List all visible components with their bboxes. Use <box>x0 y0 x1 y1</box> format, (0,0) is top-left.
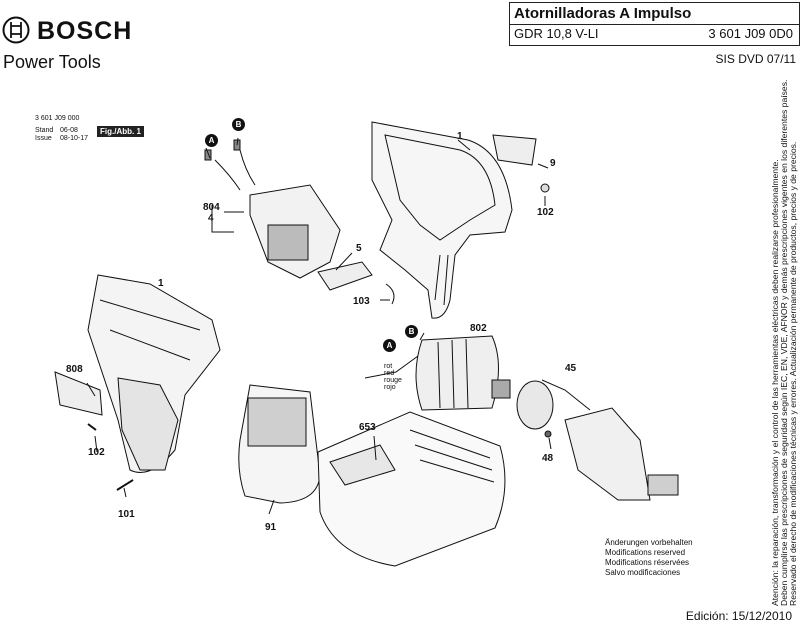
callout-5: 5 <box>356 243 362 254</box>
motor-a-badge: A <box>383 339 396 352</box>
issue-label: Issue <box>35 135 52 142</box>
changes-fr: Modifications réservées <box>605 558 690 567</box>
issue-value: 08-10-17 <box>60 135 89 142</box>
wire-color-fr: rouge <box>384 377 402 384</box>
bosch-logo-icon <box>2 16 30 44</box>
connector-a-badge: A <box>205 134 218 147</box>
callout-103: 103 <box>353 296 370 307</box>
callout-804: 804 <box>203 202 220 213</box>
callout-653: 653 <box>359 422 376 433</box>
vertical-notice: Atención: la reparación, transformación … <box>770 80 798 608</box>
callout-101: 101 <box>118 509 135 520</box>
motor-b-badge: B <box>405 325 418 338</box>
stamp-number: 3 601 J09 000 <box>35 115 80 122</box>
callout-808: 808 <box>66 364 83 375</box>
edition-date: Edición: 15/12/2010 <box>685 609 792 623</box>
callout-802: 802 <box>470 323 487 334</box>
model-name: GDR 10,8 V-LI <box>514 26 599 41</box>
wire-color-de: rot <box>384 363 393 370</box>
switch-clip <box>317 261 373 291</box>
part-number: 3 601 J09 0D0 <box>708 26 793 41</box>
figure-label: Fig./Abb. 1 <box>97 126 144 137</box>
stand-value: 06-08 <box>60 127 78 134</box>
rubber-grip <box>117 377 179 471</box>
callout-9: 9 <box>550 158 556 169</box>
callout-4: 4 <box>208 213 214 224</box>
cover-plate <box>492 134 537 166</box>
title-box: Atornilladoras A Impulso GDR 10,8 V-LI 3… <box>509 2 800 46</box>
changes-notice: Änderungen vorbehalten Modifications res… <box>605 538 715 578</box>
callout-102-left: 102 <box>88 447 105 458</box>
brand-name: BOSCH <box>37 17 133 45</box>
connector-b-badge: B <box>232 118 245 131</box>
callout-48: 48 <box>542 453 554 464</box>
motor <box>415 335 499 411</box>
callout-45: 45 <box>565 363 577 374</box>
charger <box>317 411 506 567</box>
brand-subtitle: Power Tools <box>3 52 101 72</box>
callout-102-top: 102 <box>537 207 554 218</box>
document-title: Atornilladoras A Impulso <box>514 5 692 22</box>
stand-label: Stand <box>35 127 54 134</box>
changes-es: Salvo modificaciones <box>605 568 681 577</box>
changes-en: Modifications reserved <box>605 548 686 557</box>
wire-color-en: red <box>384 370 395 377</box>
callout-91: 91 <box>265 522 277 533</box>
gear-ring <box>516 380 554 430</box>
impact-mechanism <box>564 407 651 501</box>
wire-color-es: rojo <box>384 384 396 391</box>
changes-de: Änderungen vorbehalten <box>605 538 693 547</box>
callout-1-top: 1 <box>457 131 463 142</box>
housing-shell <box>371 121 513 319</box>
sis-code: SIS DVD 07/11 <box>715 52 796 66</box>
callout-1-left: 1 <box>158 278 164 289</box>
vertical-note-3: Reservado el derecho de modificaciones t… <box>788 141 798 606</box>
